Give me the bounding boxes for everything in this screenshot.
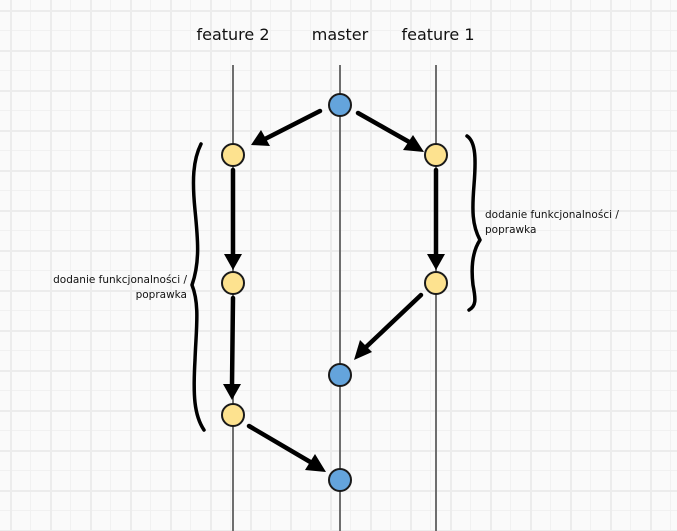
annotation-right-line1: dodanie funkcjonalności /	[485, 209, 619, 221]
commit-node-master[interactable]	[328, 363, 352, 387]
commit-node-feature1[interactable]	[424, 143, 448, 167]
commit-node-feature2[interactable]	[221, 143, 245, 167]
arrows	[223, 108, 445, 472]
commit-node-feature1[interactable]	[424, 271, 448, 295]
commit-node-feature2[interactable]	[221, 271, 245, 295]
brace-right	[465, 134, 482, 312]
annotation-left-line2: poprawka	[136, 289, 187, 301]
arrow-m1-to-f1a	[355, 110, 424, 152]
annotation-right: dodanie funkcjonalności / poprawka	[485, 209, 619, 236]
brace-left	[190, 142, 206, 432]
commit-node-feature2[interactable]	[221, 403, 245, 427]
annotation-right-line2: poprawka	[485, 224, 536, 236]
commit-node-master[interactable]	[328, 93, 352, 117]
branch-labels: feature 2 master feature 1	[196, 25, 474, 44]
arrow-f2a-to-f2b	[224, 167, 242, 270]
arrow-m1-to-f2a	[251, 108, 323, 146]
arrow-f1b-to-m2	[354, 292, 424, 360]
branch-label-feature2: feature 2	[196, 25, 269, 44]
annotation-left-line1: dodanie funkcjonalności /	[53, 274, 187, 286]
commit-node-master[interactable]	[328, 468, 352, 492]
arrow-f1a-to-f1b	[427, 167, 445, 270]
annotation-left: dodanie funkcjonalności / poprawka	[53, 274, 187, 301]
branch-label-master: master	[312, 25, 369, 44]
branch-label-feature1: feature 1	[401, 25, 474, 44]
arrow-f2b-to-f2c	[223, 295, 241, 400]
commit-nodes	[221, 93, 448, 492]
arrow-f2c-to-m3	[246, 423, 326, 472]
